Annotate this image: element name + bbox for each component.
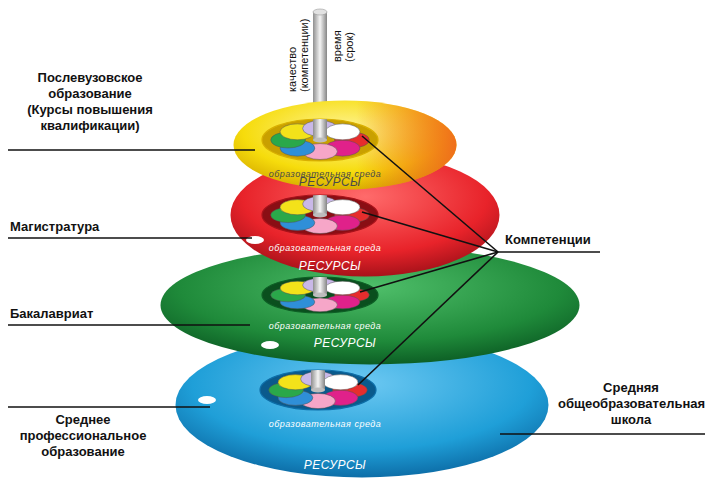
pole [313, 193, 327, 215]
leader-line [8, 406, 210, 408]
ring-caption: РЕСУРСЫ [299, 259, 361, 273]
ring-caption-holder: образовательная среда [269, 413, 382, 431]
ring-slot [246, 236, 264, 244]
ring-caption: образовательная среда [269, 419, 382, 430]
ring-caption: образовательная среда [269, 321, 382, 332]
callout-label: Компетенции [505, 232, 615, 248]
ring-slot [198, 396, 216, 404]
ring-shape [175, 332, 549, 478]
pole-cap [313, 9, 327, 15]
ring-caption-holder: РЕСУРСЫ [314, 333, 376, 351]
pole-end [311, 388, 325, 393]
label-holder: Среднее профессиональное образование [8, 412, 158, 460]
ring-body [234, 101, 457, 190]
leader-line [498, 251, 600, 253]
pole-end [313, 293, 327, 298]
level-label: Среднее профессиональное образование [8, 412, 158, 460]
label-holder: время (срок) [331, 12, 355, 62]
label-holder: Бакалавриат [10, 306, 210, 322]
level-label: Средняя общеобразовательная школа [558, 380, 704, 428]
pole-end [313, 138, 327, 143]
pole [311, 368, 325, 390]
ring-caption: РЕСУРСЫ [314, 336, 376, 350]
ring-body [176, 333, 549, 478]
competence-petal [325, 200, 360, 215]
level-label: Бакалавриат [10, 306, 210, 322]
ring-art [8, 136, 705, 434]
competence-flower [269, 368, 368, 409]
competence-petal [325, 124, 360, 140]
ring-caption-holder: образовательная среда [269, 315, 382, 333]
education-ring: образовательная средаРЕСУРСЫ [160, 245, 580, 365]
ring-caption: РЕСУРСЫ [299, 175, 361, 189]
ring-slot [261, 341, 279, 349]
leader-line [8, 324, 250, 326]
competence-flower [271, 117, 370, 160]
ring-caption-holder: РЕСУРСЫ [299, 256, 361, 274]
ring-caption-holder: РЕСУРСЫ [299, 172, 361, 190]
competence-flower [271, 275, 370, 312]
education-ring: образовательная средаРЕСУРСЫ [230, 153, 500, 277]
pole [313, 12, 327, 147]
ring-caption-holder: РЕСУРСЫ [304, 455, 366, 473]
axis-label: время (срок) [331, 12, 355, 62]
education-ring: образовательная средаРЕСУРСЫ [175, 332, 549, 478]
ring-shade [234, 101, 457, 190]
education-ring: образовательная средаРЕСУРСЫ [233, 100, 457, 190]
ring-body [231, 154, 500, 277]
competence-flower [271, 193, 370, 234]
competence-petal [323, 375, 358, 390]
leader-line [8, 237, 252, 239]
label-holder: качество (компетенции) [286, 12, 310, 92]
axis-label: качество (компетенции) [286, 12, 310, 92]
label-holder: Магистратура [10, 219, 210, 235]
ring-body [161, 246, 580, 365]
pole [313, 275, 327, 295]
ring-caption-holder: образовательная среда [269, 237, 382, 255]
ring-caption: РЕСУРСЫ [304, 458, 366, 472]
ring-shape [230, 153, 500, 277]
label-holder: Средняя общеобразовательная школа [558, 380, 704, 428]
pole-end [313, 213, 327, 218]
pole [313, 117, 327, 140]
ring-caption: образовательная среда [269, 243, 382, 254]
level-label: Магистратура [10, 219, 210, 235]
label-holder: Компетенции [505, 232, 615, 248]
competence-petal [325, 281, 360, 295]
leader-line [500, 433, 705, 435]
leader-line [8, 149, 255, 151]
level-label: Послевузовское образование (Курсы повыше… [24, 70, 156, 134]
label-holder: Послевузовское образование (Курсы повыше… [24, 70, 156, 134]
